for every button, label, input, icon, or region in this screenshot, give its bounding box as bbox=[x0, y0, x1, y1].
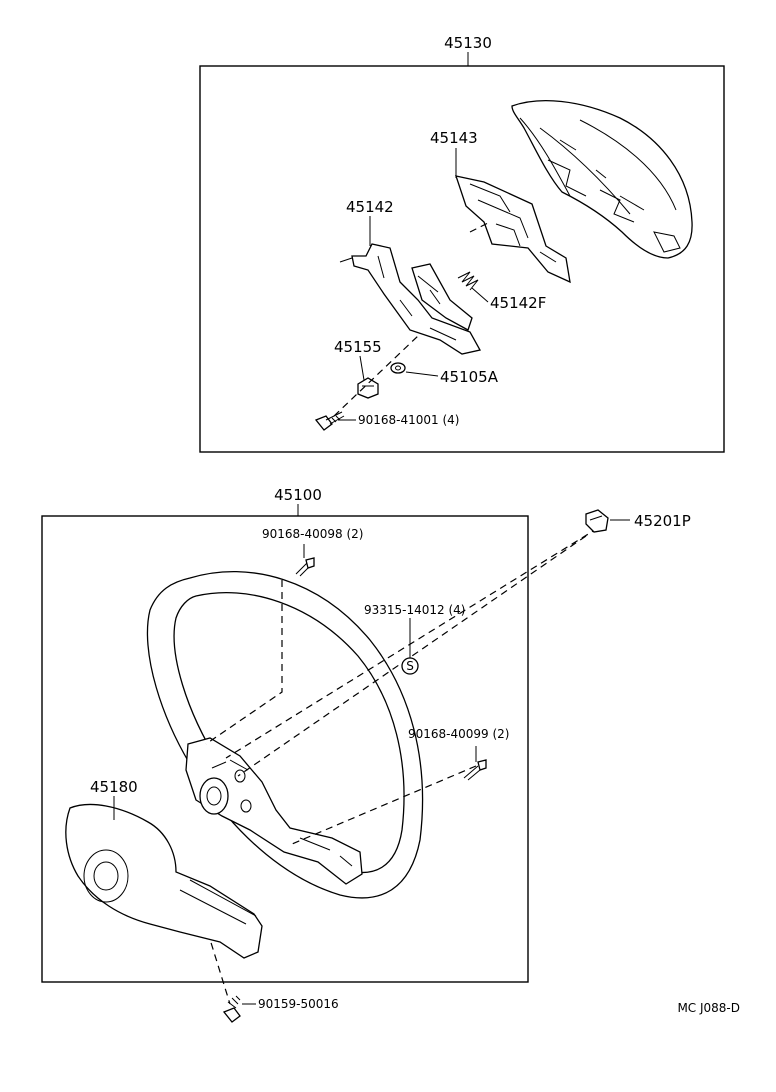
label-90168-40099: 90168-40099 (2) bbox=[408, 727, 510, 741]
lower-dash-line-1 bbox=[205, 580, 283, 745]
label-45180: 45180 bbox=[90, 778, 138, 796]
screw-90168-40099 bbox=[463, 759, 487, 781]
label-90159-50016: 90159-50016 bbox=[258, 997, 339, 1011]
spring-45142F bbox=[457, 271, 479, 291]
steering-wheel-rim bbox=[146, 571, 424, 899]
cover-45180 bbox=[65, 803, 263, 959]
label-93315-14012: 93315-14012 (4) bbox=[364, 603, 466, 617]
plate-45143 bbox=[455, 175, 571, 284]
s-symbol: S bbox=[406, 659, 414, 673]
lower-dash-line-2 bbox=[225, 527, 599, 759]
leader-45142F bbox=[471, 287, 489, 303]
label-45155: 45155 bbox=[334, 338, 382, 356]
leader-45105A bbox=[405, 371, 439, 377]
upper-dash-line-2 bbox=[469, 221, 491, 233]
footer-code: MC J088-D bbox=[677, 1001, 740, 1015]
lower-dash-line-4 bbox=[291, 765, 477, 845]
upper-assembly-number: 45130 bbox=[444, 34, 492, 52]
label-45201P: 45201P bbox=[634, 512, 691, 530]
bracket-45142 bbox=[339, 243, 481, 355]
washer-93315-14012: S bbox=[401, 657, 419, 675]
label-90168-41001: 90168-41001 (4) bbox=[358, 413, 460, 427]
label-45142F: 45142F bbox=[490, 294, 546, 312]
nut-45201P bbox=[585, 509, 609, 533]
washer-45105A bbox=[390, 362, 406, 374]
lower-dash-line-3 bbox=[237, 535, 587, 777]
pad-cover-part bbox=[511, 99, 693, 259]
upper-dash-line-1 bbox=[333, 333, 421, 417]
lower-assembly-number: 45100 bbox=[274, 486, 322, 504]
screw-90168-41001 bbox=[314, 411, 345, 431]
label-45142: 45142 bbox=[346, 198, 394, 216]
screw-90168-40098 bbox=[295, 557, 315, 577]
screw-90159-50016 bbox=[222, 995, 241, 1023]
upper-assembly-frame bbox=[199, 65, 725, 453]
steering-wheel-hub bbox=[185, 737, 363, 885]
label-90168-40098: 90168-40098 (2) bbox=[262, 527, 364, 541]
label-45143: 45143 bbox=[430, 129, 478, 147]
leader-45155 bbox=[359, 355, 365, 381]
label-45105A: 45105A bbox=[440, 368, 499, 386]
nut-45155 bbox=[357, 377, 379, 399]
lower-assembly-frame bbox=[41, 515, 529, 983]
